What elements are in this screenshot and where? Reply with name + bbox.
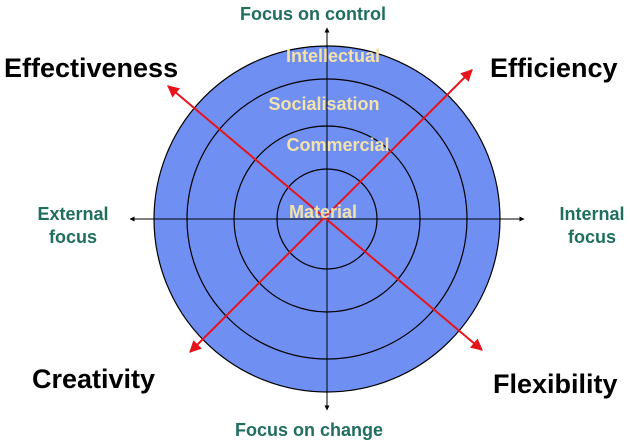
axis-label-right: Internal focus bbox=[552, 203, 630, 249]
ring-label-commercial: Commercial bbox=[286, 135, 390, 155]
ring-label-socialisation: Socialisation bbox=[268, 94, 380, 114]
axis-label-left-line1: External bbox=[37, 204, 109, 224]
axis-label-left-line2: focus bbox=[48, 227, 97, 247]
ring-label-material: Material bbox=[288, 202, 358, 222]
corner-label-creativity: Creativity bbox=[32, 364, 156, 394]
axis-label-right-line1: Internal bbox=[559, 204, 625, 224]
corner-label-efficiency: Efficiency bbox=[490, 53, 618, 83]
ring-label-intellectual: Intellectual bbox=[285, 46, 381, 66]
corner-label-effectiveness: Effectiveness bbox=[4, 53, 179, 83]
axis-label-bottom: Focus on change bbox=[235, 420, 384, 440]
corner-label-flexibility: Flexibility bbox=[493, 369, 618, 399]
axis-label-top: Focus on control bbox=[240, 4, 386, 24]
axis-label-left: External focus bbox=[30, 203, 116, 249]
axis-label-right-line2: focus bbox=[567, 227, 616, 247]
diagonal-arrow-efficiency-creativity bbox=[189, 69, 473, 353]
